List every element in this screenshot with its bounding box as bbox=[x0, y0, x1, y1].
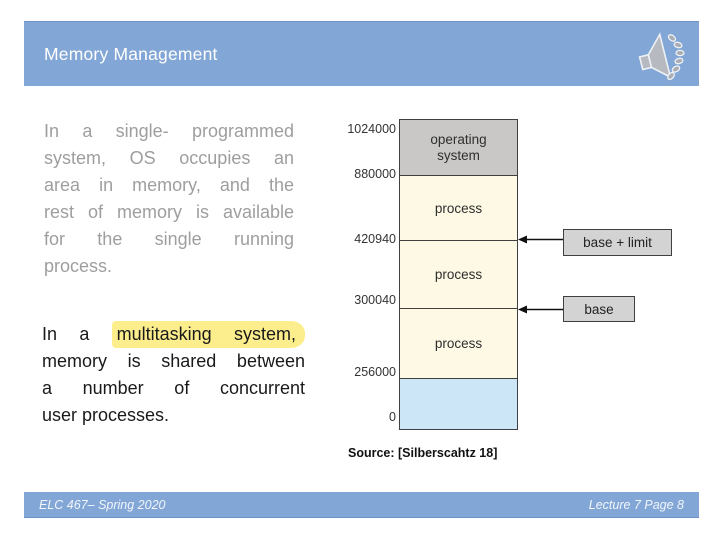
text-line: a number of concurrent bbox=[42, 378, 305, 398]
memory-section-process: process bbox=[400, 175, 517, 240]
address-label: 256000 bbox=[354, 365, 396, 379]
speaker-icon[interactable] bbox=[633, 28, 689, 86]
memory-section-os: operating system bbox=[400, 120, 517, 175]
paragraph-single-programmed: In a single- programmed system, OS occup… bbox=[44, 118, 294, 280]
section-label: process bbox=[434, 336, 483, 351]
base-box: base bbox=[563, 296, 635, 322]
base-plus-limit-arrow bbox=[518, 235, 563, 244]
address-label: 300040 bbox=[354, 293, 396, 307]
address-label: 880000 bbox=[354, 167, 396, 181]
footer-page: Lecture 7 Page 8 bbox=[588, 497, 684, 512]
speaker-icon-graphic bbox=[638, 32, 685, 81]
text-line: system, OS occupies an bbox=[44, 148, 294, 168]
memory-section-process: process bbox=[400, 240, 517, 308]
section-label: operating system bbox=[430, 131, 487, 163]
title-bar: Memory Management bbox=[24, 21, 699, 86]
address-label: 420940 bbox=[354, 232, 396, 246]
section-label: process bbox=[434, 200, 483, 216]
text-line: rest of memory is available bbox=[44, 202, 294, 222]
address-label: 0 bbox=[389, 410, 396, 424]
paragraph-multitasking: In a multitasking system, memory is shar… bbox=[42, 321, 305, 429]
source-citation: Source: [Silberscahtz 18] bbox=[348, 446, 498, 460]
memory-section-free bbox=[400, 378, 517, 429]
memory-column: operating system process process process bbox=[399, 119, 518, 430]
text-segment: In a bbox=[42, 324, 112, 344]
address-scale: 1024000 880000 420940 300040 256000 0 bbox=[320, 119, 396, 431]
text-line: In a multitasking system, bbox=[42, 321, 305, 348]
text-line: for the single running bbox=[44, 229, 294, 249]
highlighted-text: multitasking system, bbox=[111, 321, 305, 348]
base-arrow bbox=[518, 305, 563, 314]
memory-section-process: process bbox=[400, 308, 517, 378]
section-label: process bbox=[434, 267, 483, 282]
slide-title: Memory Management bbox=[44, 43, 218, 64]
base-plus-limit-box: base + limit bbox=[563, 229, 672, 256]
footer-course: ELC 467– Spring 2020 bbox=[39, 497, 166, 512]
text-line: area in memory, and the bbox=[44, 175, 294, 195]
text-line: memory is shared between bbox=[42, 351, 305, 371]
text-line: process. bbox=[44, 256, 113, 276]
footer-bar: ELC 467– Spring 2020 Lecture 7 Page 8 bbox=[24, 492, 699, 518]
address-label: 1024000 bbox=[347, 122, 396, 136]
text-line: In a single- programmed bbox=[44, 121, 294, 141]
text-line: user processes. bbox=[42, 405, 170, 425]
